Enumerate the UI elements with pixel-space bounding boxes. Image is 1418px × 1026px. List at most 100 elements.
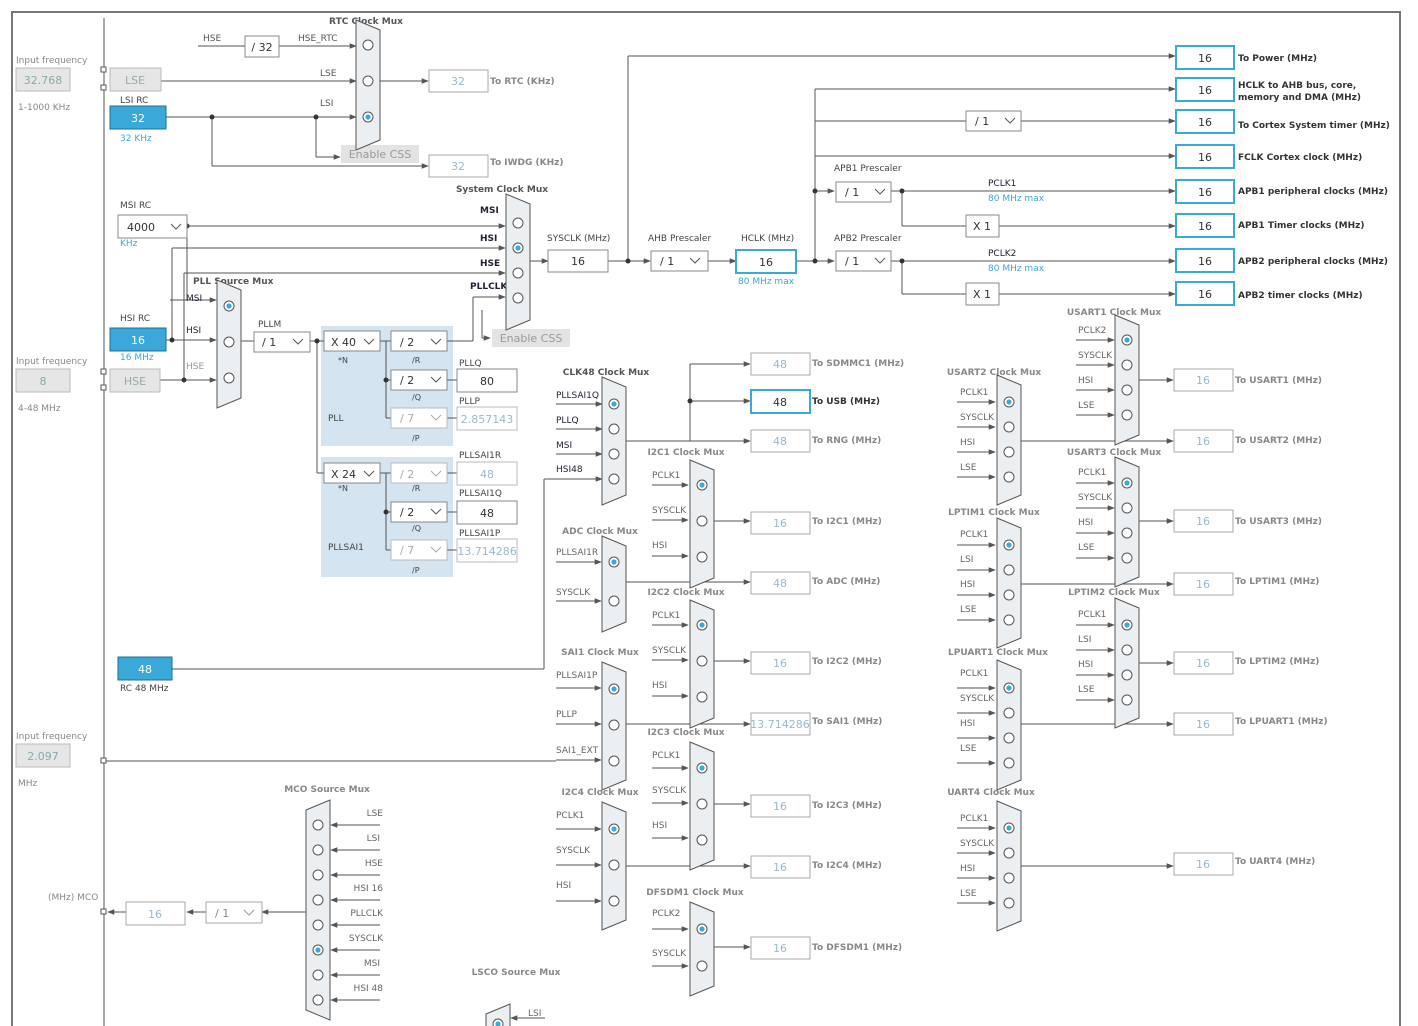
usart1-clock-mux-option[interactable] [1121, 384, 1133, 396]
i2c2-clock-mux-option[interactable] [696, 691, 708, 703]
i2c2-clock-mux-option[interactable] [696, 655, 708, 667]
usart3-output-field[interactable] [1173, 509, 1234, 533]
lptim1-clock-mux-option[interactable] [1003, 614, 1015, 626]
lptim2-clock-mux-option[interactable] [1121, 694, 1133, 706]
pllp-output-field[interactable] [456, 406, 518, 431]
fclk-output-field[interactable] [1175, 144, 1235, 169]
lpuart1-clock-mux-option[interactable] [1003, 757, 1015, 769]
mco-source-mux-option[interactable] [312, 894, 324, 906]
lptim1-output-field[interactable] [1173, 572, 1234, 596]
mco-source-mux-option[interactable] [312, 919, 324, 931]
power-output-field[interactable] [1175, 45, 1235, 70]
pllq-select[interactable] [390, 369, 448, 391]
uart4-output-field[interactable] [1173, 852, 1234, 876]
adc-clock-mux-option[interactable] [608, 595, 620, 607]
pllsai1r-output-field[interactable] [456, 461, 518, 486]
rtc-enable-css-button[interactable] [341, 145, 419, 163]
apb1-prescaler-select[interactable] [835, 181, 892, 203]
pll-source-mux-option[interactable] [223, 336, 235, 348]
usart2-clock-mux-option[interactable] [1003, 421, 1015, 433]
i2c1-output-field[interactable] [750, 511, 811, 535]
rtc-clock-mux-option[interactable] [362, 75, 374, 87]
pllp-select[interactable] [390, 407, 448, 429]
pllsai1p-select[interactable] [390, 539, 448, 561]
pllsai1n-select[interactable] [323, 462, 381, 484]
usart1-output-field[interactable] [1173, 368, 1234, 392]
pllm-select[interactable] [253, 331, 311, 353]
rng-output-field[interactable] [750, 429, 811, 453]
i2c4-clock-mux-option[interactable] [608, 895, 620, 907]
mco-source-mux-option[interactable] [312, 969, 324, 981]
hse-input-frequency-field[interactable] [15, 368, 71, 393]
sai-input-frequency-field[interactable] [15, 743, 71, 768]
pllr-select[interactable] [390, 330, 448, 352]
usart1-clock-mux-option[interactable] [1121, 409, 1133, 421]
i2c3-output-field[interactable] [750, 794, 811, 818]
clk48-clock-mux-option[interactable] [608, 473, 620, 485]
sys-enable-css-button[interactable] [492, 329, 570, 347]
lptim2-output-field[interactable] [1173, 651, 1234, 675]
system-clock-mux-option[interactable] [512, 267, 524, 279]
lptim2-clock-mux-option[interactable] [1121, 644, 1133, 656]
mco-output-value-field[interactable] [125, 901, 186, 926]
pllq-output-field[interactable] [456, 368, 518, 393]
lpuart1-clock-mux-option[interactable] [1003, 707, 1015, 719]
rtc-clock-mux-option[interactable] [362, 39, 374, 51]
sai1-output-field[interactable] [750, 712, 811, 736]
uart4-clock-mux-option[interactable] [1003, 847, 1015, 859]
dfsdm1-clock-mux-option[interactable] [696, 960, 708, 972]
lptim1-clock-mux-option[interactable] [1003, 564, 1015, 576]
clk48-clock-mux-option[interactable] [608, 448, 620, 460]
ahb-prescaler-select[interactable] [650, 250, 709, 272]
pllsai1q-select[interactable] [390, 501, 448, 523]
rc48-source[interactable] [117, 656, 173, 681]
hclk-field[interactable] [735, 249, 797, 274]
cortex-timer-output-field[interactable] [1175, 109, 1235, 134]
mco-source-mux-option[interactable] [312, 844, 324, 856]
i2c4-output-field[interactable] [750, 855, 811, 879]
i2c1-clock-mux-option[interactable] [696, 515, 708, 527]
lptim1-clock-mux-option[interactable] [1003, 589, 1015, 601]
rtc-output-field[interactable] [428, 69, 489, 93]
apb1-peripheral-output-field[interactable] [1175, 179, 1235, 204]
system-clock-mux-option[interactable] [512, 217, 524, 229]
msi-range-select[interactable] [117, 214, 188, 239]
usart1-clock-mux-option[interactable] [1121, 359, 1133, 371]
plln-select[interactable] [323, 330, 381, 352]
apb1-timer-output-field[interactable] [1175, 213, 1235, 238]
hsi-rc-source[interactable] [109, 327, 167, 352]
dfsdm-output-field[interactable] [750, 936, 811, 960]
lse-source[interactable] [109, 67, 162, 92]
i2c1-clock-mux-option[interactable] [696, 551, 708, 563]
hse-source[interactable] [109, 368, 161, 393]
i2c2-output-field[interactable] [750, 651, 811, 675]
i2c3-clock-mux-option[interactable] [696, 798, 708, 810]
rtc-hse-divider[interactable] [244, 35, 280, 58]
usart2-output-field[interactable] [1173, 429, 1234, 453]
mco-divider-select[interactable] [205, 901, 263, 924]
hclk-ahb-output-field[interactable] [1175, 77, 1235, 102]
mco-source-mux-option[interactable] [312, 994, 324, 1006]
apb2-peripheral-output-field[interactable] [1175, 248, 1235, 273]
uart4-clock-mux-option[interactable] [1003, 872, 1015, 884]
apb2-timer-output-field[interactable] [1175, 281, 1235, 306]
usart2-clock-mux-option[interactable] [1003, 446, 1015, 458]
pllsai1p-output-field[interactable] [456, 538, 518, 563]
lpuart1-clock-mux-option[interactable] [1003, 732, 1015, 744]
usart3-clock-mux-option[interactable] [1121, 552, 1133, 564]
mco-source-mux-option[interactable] [312, 869, 324, 881]
lse-input-frequency-field[interactable] [15, 67, 71, 92]
lsi-rc-source[interactable] [109, 105, 167, 130]
lptim2-clock-mux-option[interactable] [1121, 669, 1133, 681]
clk48-clock-mux-option[interactable] [608, 423, 620, 435]
usart3-clock-mux-option[interactable] [1121, 502, 1133, 514]
sysclk-field[interactable] [547, 249, 609, 273]
iwdg-output-field[interactable] [428, 154, 489, 178]
sai1-clock-mux-option[interactable] [608, 755, 620, 767]
cortex-timer-divider-select[interactable] [965, 110, 1022, 132]
adc-output-field[interactable] [750, 571, 811, 595]
uart4-clock-mux-option[interactable] [1003, 897, 1015, 909]
usart2-clock-mux-option[interactable] [1003, 471, 1015, 483]
system-clock-mux-option[interactable] [512, 292, 524, 304]
sdmmc-output-field[interactable] [750, 352, 811, 376]
